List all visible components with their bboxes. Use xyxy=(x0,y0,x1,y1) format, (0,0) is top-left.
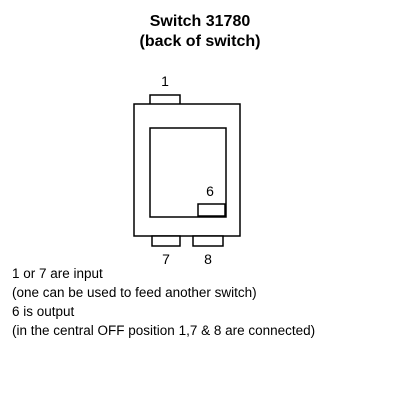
terminal-6-tab xyxy=(197,203,226,217)
pin-label-8: 8 xyxy=(204,251,212,267)
note-input-pins: 1 or 7 are input xyxy=(12,266,103,281)
pin-label-6: 6 xyxy=(206,183,214,199)
pin-notes: 1 or 7 are input (one can be used to fee… xyxy=(12,264,315,340)
pin-label-1: 1 xyxy=(161,73,169,89)
note-feed-switch: (one can be used to feed another switch) xyxy=(12,285,257,300)
note-off-position: (in the central OFF position 1,7 & 8 are… xyxy=(12,323,316,338)
terminal-7-tab xyxy=(151,235,181,247)
switch-inner-square xyxy=(149,127,227,218)
pin-label-7: 7 xyxy=(162,251,170,267)
terminal-8-tab xyxy=(192,235,224,247)
diagram-subtitle: (back of switch) xyxy=(139,33,261,50)
note-output-pin: 6 is output xyxy=(12,304,75,319)
diagram-title: Switch 31780 xyxy=(149,13,251,30)
